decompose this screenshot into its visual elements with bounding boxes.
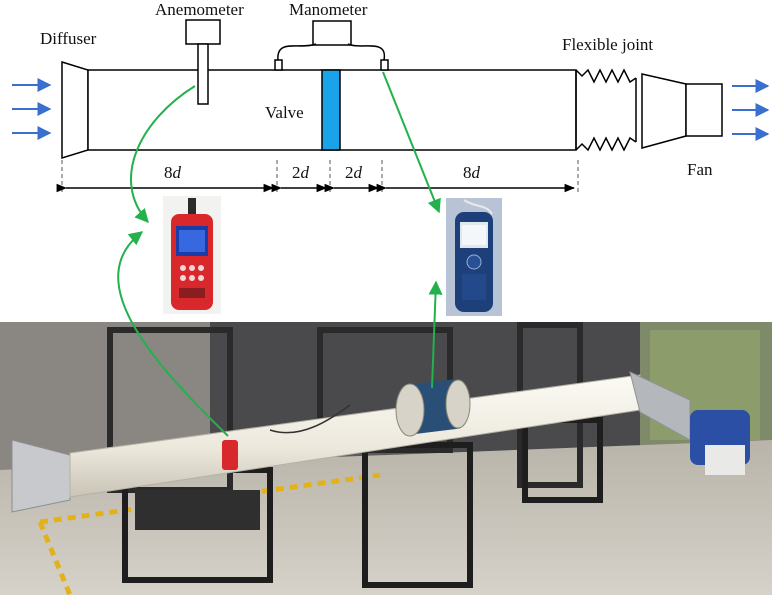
anemometer-probe [185,19,221,105]
label-fan: Fan [687,160,713,179]
lab-photo [0,322,772,595]
label-manometer: Manometer [289,0,368,19]
diffuser-shape [61,60,89,160]
valve-shape [321,69,341,151]
fan-shape [641,73,723,149]
dimension-label-3: 2d [345,163,362,182]
anemometer-device-photo [163,196,221,314]
leader-lines [117,71,443,437]
label-anemometer: Anemometer [155,0,244,19]
manometer-device-photo [446,198,502,316]
label-diffuser: Diffuser [40,29,97,48]
dimension-ticks [61,160,579,195]
dimension-label-4: 8d [463,163,480,182]
manometer-schematic [274,20,389,71]
label-valve: Valve [265,103,304,122]
dimension-label-1: 8d [164,163,181,182]
flexible-joint-shape [575,68,637,152]
inflow-arrows [12,78,52,140]
outflow-arrows [732,79,770,141]
dimension-label-2: 2d [292,163,309,182]
label-flexible-joint: Flexible joint [562,35,654,54]
